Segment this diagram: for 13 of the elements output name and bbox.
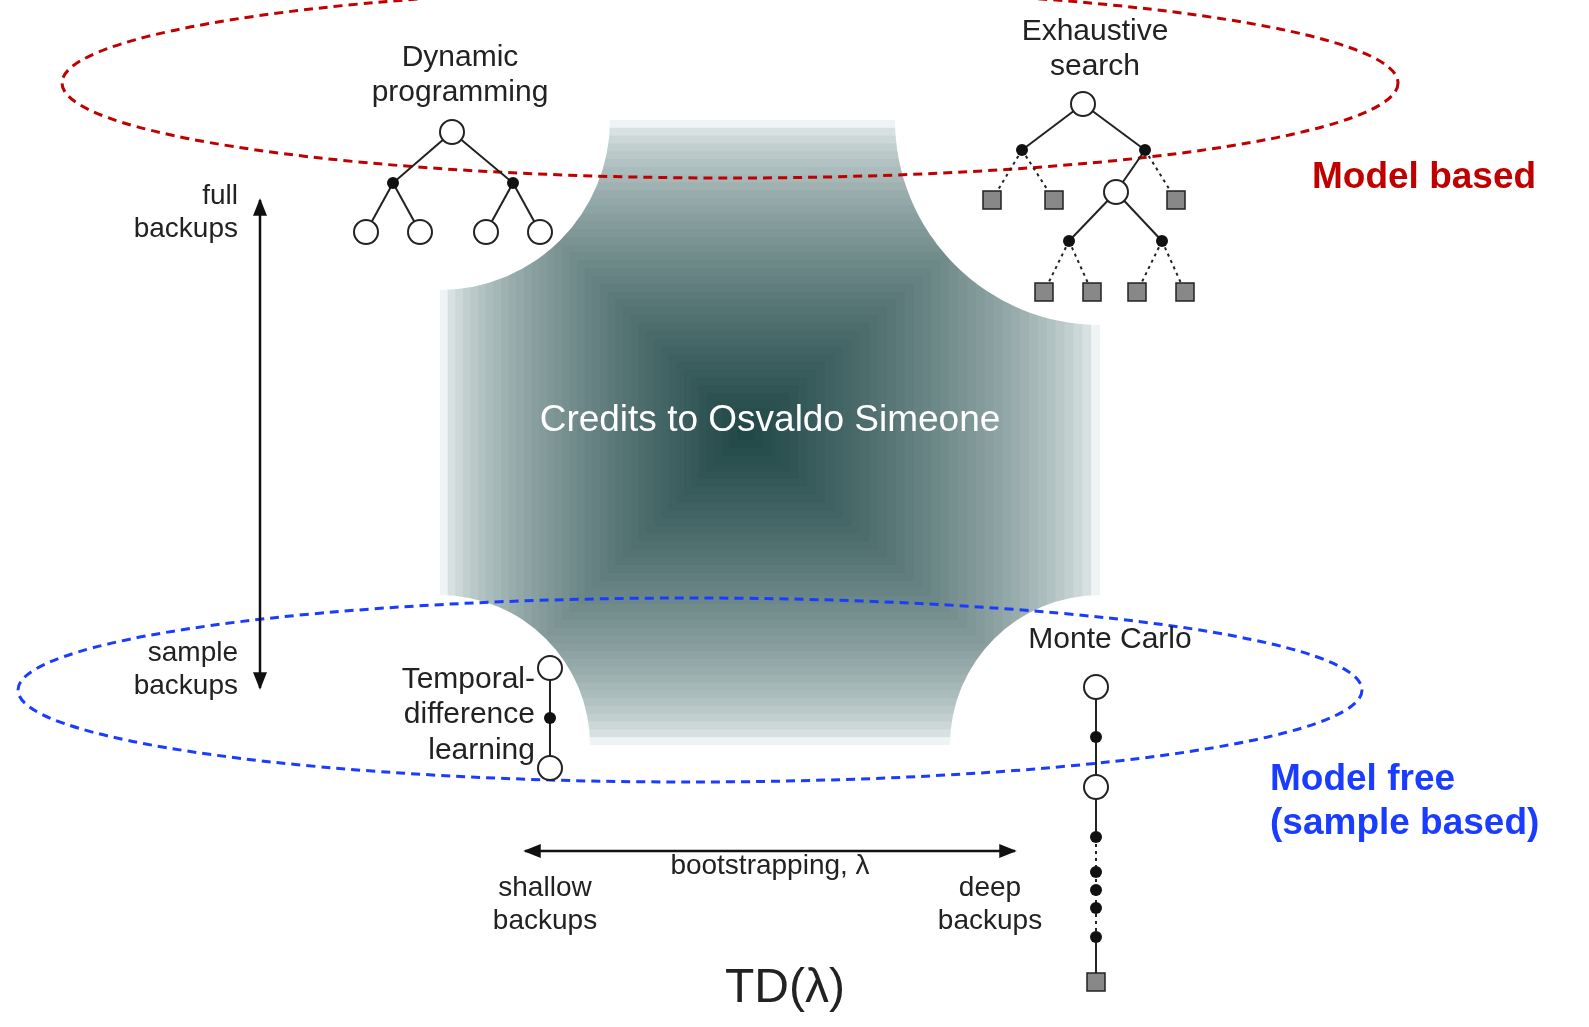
diagram-heading: Monte Carlo (1027, 620, 1193, 656)
axis-label: bootstrapping, λ (669, 848, 871, 882)
axis-label: deep backups (936, 870, 1044, 937)
credit-text: Credits to Osvaldo Simeone (538, 397, 1002, 441)
axis-label: shallow backups (491, 870, 599, 937)
region-label: Model based (1312, 154, 1538, 198)
diagram-heading: Temporal-difference learning (400, 660, 535, 767)
axis-label: sample backups (132, 635, 238, 702)
method-label: TD(λ) (724, 958, 846, 1014)
axis-label: full backups (132, 178, 238, 245)
region-label: Model free (sample based) (1270, 756, 1541, 844)
diagram-heading: Exhaustive search (1020, 12, 1170, 83)
diagram-heading: Dynamic programming (370, 38, 550, 109)
